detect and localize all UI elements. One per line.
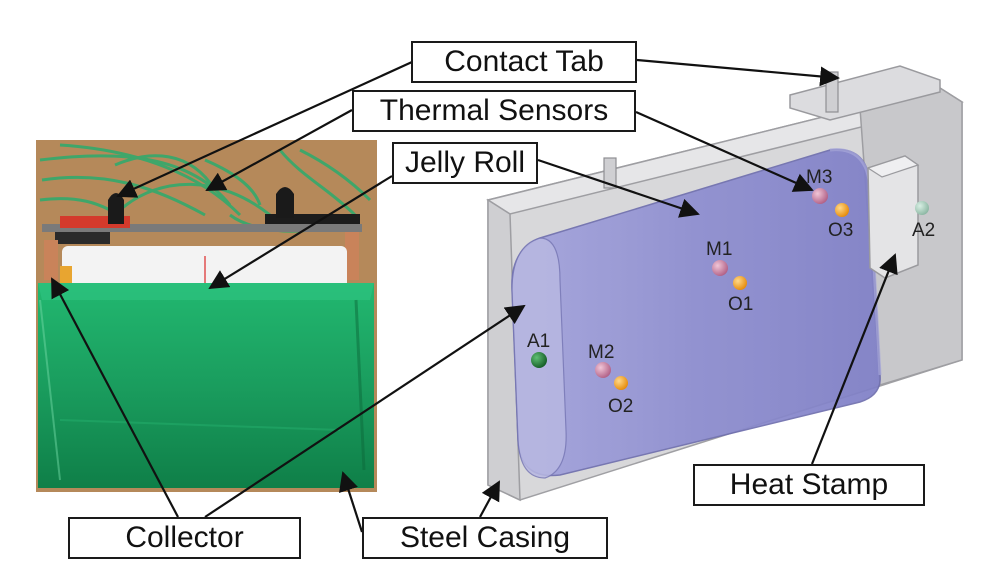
label-m1: M1: [706, 239, 732, 260]
callout-steel-casing: Steel Casing: [362, 517, 608, 559]
battery-photo: [36, 140, 377, 492]
leader-arrows: [51, 58, 898, 533]
label-o3: O3: [828, 220, 853, 241]
sensor-a2: [915, 201, 929, 215]
sensor-o3: [835, 203, 849, 217]
sensor-m3: [812, 188, 828, 204]
label-m3: M3: [806, 167, 832, 188]
thermal-probe-right: [276, 187, 294, 218]
label-a1: A1: [527, 331, 550, 352]
arrow-steel-right: [479, 480, 500, 518]
arrow-steel-left: [339, 471, 364, 533]
label-o1: O1: [728, 294, 753, 315]
arrow-thermal-left: [205, 109, 353, 191]
arrow-collector-left: [51, 277, 179, 518]
arrow-jelly-left: [208, 175, 393, 290]
callout-thermal-sensors: Thermal Sensors: [352, 90, 636, 132]
callout-contact-tab: Contact Tab: [411, 41, 637, 83]
label-o2: O2: [608, 396, 633, 417]
black-clip: [55, 232, 110, 244]
arrow-thermal-right: [635, 110, 814, 192]
sensor-o2: [614, 376, 628, 390]
label-a2: A2: [912, 220, 935, 241]
callout-heat-stamp: Heat Stamp: [693, 464, 925, 506]
black-clamp: [265, 214, 360, 224]
arrow-collector-right: [204, 304, 526, 518]
callout-jelly-roll: Jelly Roll: [392, 142, 538, 184]
sensor-o1: [733, 276, 747, 290]
copper-tab-right: [345, 232, 359, 280]
arrow-contact-tab-right: [636, 58, 840, 87]
arrow-contact-tab-left: [116, 60, 413, 198]
left-pin: [603, 157, 617, 189]
sensor-m2: [595, 362, 611, 378]
clamp-bar: [42, 224, 362, 232]
green-casing: [38, 283, 374, 488]
label-m2: M2: [588, 342, 614, 363]
callout-collector: Collector: [68, 517, 301, 559]
sensor-m1: [712, 260, 728, 276]
copper-tab-left: [44, 240, 58, 280]
arrow-jelly-right: [537, 158, 700, 218]
sensor-a1: [531, 352, 547, 368]
thermal-probe-left: [108, 193, 124, 224]
arrow-heat-stamp: [810, 253, 898, 465]
